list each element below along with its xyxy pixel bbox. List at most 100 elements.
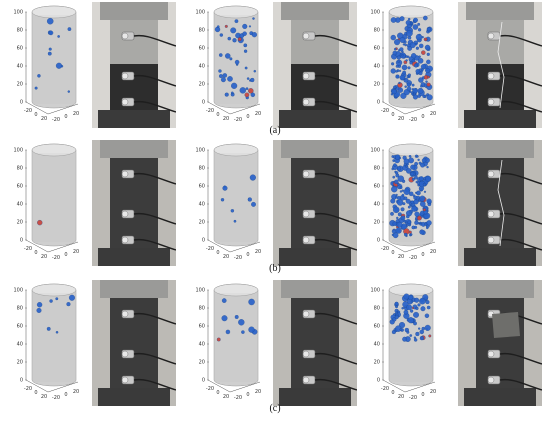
crack bbox=[497, 159, 505, 247]
ae-event-blue bbox=[251, 201, 256, 207]
ae-event-blue bbox=[404, 232, 408, 237]
sensor-cable bbox=[314, 352, 357, 365]
base-tick-label: 0 bbox=[64, 252, 67, 258]
base-tick-label: -20 bbox=[381, 108, 389, 114]
ae-event-blue bbox=[403, 158, 410, 165]
z-tick-label: 100 bbox=[370, 10, 380, 16]
z-tick-label: 0 bbox=[202, 238, 205, 244]
ae-event-blue bbox=[415, 331, 420, 337]
ae-event-blue bbox=[392, 221, 397, 226]
ae-event-red bbox=[421, 50, 426, 55]
base-tick-label: 20 bbox=[430, 249, 436, 255]
ae-event-blue bbox=[411, 205, 418, 212]
ae-event-blue bbox=[401, 306, 404, 310]
ae-event-blue bbox=[405, 59, 408, 62]
lower-platen bbox=[279, 248, 351, 266]
ae-event-blue bbox=[395, 74, 400, 79]
upper-platen bbox=[100, 140, 168, 158]
base-tick-label: 20 bbox=[223, 116, 229, 122]
ae-event-blue bbox=[409, 203, 413, 207]
sensor-cable bbox=[499, 100, 542, 113]
ae-event-blue bbox=[57, 35, 60, 38]
ae-event-blue bbox=[417, 303, 421, 307]
upper-platen bbox=[100, 280, 168, 298]
sensor-cable bbox=[133, 100, 176, 113]
base-tick-label: 20 bbox=[398, 116, 404, 122]
base-tick-label: -20 bbox=[24, 246, 32, 252]
z-tick-label: 60 bbox=[199, 324, 205, 330]
ae-event-blue bbox=[417, 87, 424, 94]
base-tick-label: -20 bbox=[206, 386, 214, 392]
ae-event-blue bbox=[409, 42, 416, 49]
ae-event-blue bbox=[407, 220, 411, 225]
ae-event-blue bbox=[422, 94, 426, 98]
sensor-cable bbox=[499, 74, 542, 87]
ae-event-blue bbox=[414, 220, 419, 225]
base-tick-label: 0 bbox=[34, 250, 37, 256]
ae-event-blue bbox=[392, 232, 399, 239]
z-tick-label: 60 bbox=[17, 324, 23, 330]
z-tick-label: 60 bbox=[199, 46, 205, 52]
ae-event-blue bbox=[399, 186, 403, 190]
z-tick-label: 40 bbox=[199, 64, 205, 70]
ae-event-blue bbox=[419, 229, 425, 235]
ae-event-blue bbox=[420, 306, 426, 312]
ae-event-blue bbox=[399, 190, 403, 193]
ae-event-red bbox=[411, 306, 415, 310]
base-tick-label: 0 bbox=[391, 112, 394, 118]
base-tick-label: 20 bbox=[255, 389, 261, 395]
ae-event-blue bbox=[414, 211, 420, 217]
base-tick-label: 0 bbox=[216, 250, 219, 256]
ae-event-blue bbox=[412, 88, 418, 94]
ae-event-blue bbox=[415, 191, 418, 194]
z-tick-label: 40 bbox=[17, 342, 23, 348]
ae-event-blue bbox=[425, 80, 428, 83]
sensor-cable bbox=[133, 312, 176, 325]
ae-event-blue bbox=[249, 174, 256, 181]
ae-event-blue bbox=[425, 300, 430, 305]
z-tick-label: 20 bbox=[199, 360, 205, 366]
ae-event-blue bbox=[405, 214, 410, 219]
ae-event-blue bbox=[247, 197, 252, 202]
specimen-photo bbox=[273, 2, 357, 128]
ae-event-blue bbox=[219, 33, 224, 37]
z-tick-label: 0 bbox=[377, 238, 380, 244]
z-tick-label: 40 bbox=[17, 64, 23, 70]
ae-event-blue bbox=[34, 86, 38, 90]
ae-event-blue bbox=[426, 94, 433, 101]
sensor-cable bbox=[133, 238, 176, 251]
sensor-cable bbox=[314, 378, 357, 391]
ae-event-blue bbox=[413, 311, 419, 318]
ae-event-blue bbox=[405, 20, 411, 26]
ae-event-blue bbox=[244, 66, 248, 70]
ae-event-blue bbox=[220, 198, 225, 202]
ae-event-blue bbox=[400, 215, 406, 221]
ae-event-blue bbox=[415, 46, 419, 50]
ae-event-blue bbox=[426, 27, 431, 32]
z-tick-label: 20 bbox=[374, 220, 380, 226]
ae-event-blue bbox=[399, 47, 404, 52]
base-tick-label: -20 bbox=[381, 386, 389, 392]
z-tick-label: 80 bbox=[374, 28, 380, 34]
ae-event-blue bbox=[419, 176, 424, 181]
base-tick-label: 0 bbox=[391, 390, 394, 396]
ae-event-blue bbox=[221, 298, 227, 303]
ae-event-blue bbox=[393, 163, 397, 167]
ae-event-blue bbox=[243, 43, 248, 48]
ae-event-blue bbox=[250, 77, 255, 83]
ae-event-blue bbox=[406, 330, 410, 334]
sensor-cable bbox=[314, 34, 357, 47]
z-tick-label: 80 bbox=[17, 166, 23, 172]
upper-platen bbox=[100, 2, 168, 20]
base-tick-label: 0 bbox=[34, 390, 37, 396]
lower-platen bbox=[279, 110, 351, 128]
base-tick-label: -20 bbox=[381, 246, 389, 252]
